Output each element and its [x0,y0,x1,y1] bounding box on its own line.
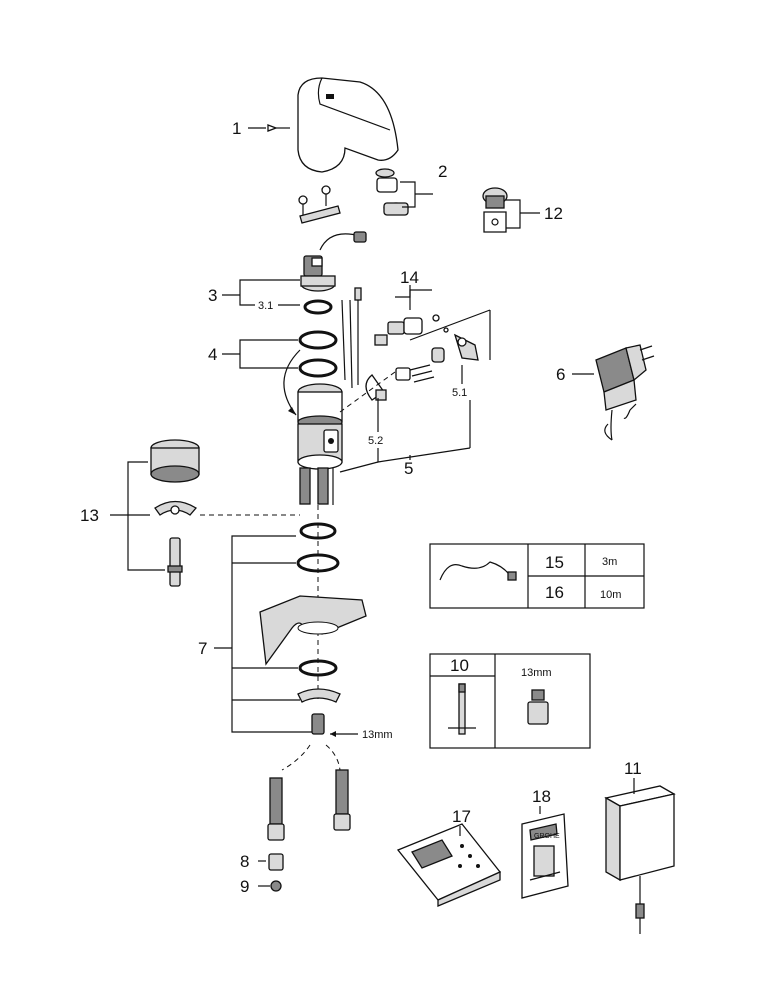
cartridge-assembly [150,439,200,587]
control-lever-set [365,327,479,401]
callout-3-1: 3.1 [258,300,273,312]
callout-2: 2 [438,162,447,181]
supply-hoses-lower [267,744,351,841]
callout-8: 8 [240,852,249,871]
electronic-module [300,231,367,292]
cable-table-number-15: 15 [545,553,564,572]
spout-body [267,77,399,173]
callout-9: 9 [240,877,249,896]
remote-control [396,823,502,907]
cable-length-table: 15 3m 16 10m [429,543,645,609]
callout-11: 11 [624,759,642,778]
tool-box-number: 10 [450,656,469,675]
fixing-bracket [298,185,341,224]
tool-box: 10 13mm [429,653,591,749]
name-plate: GROHE [521,813,569,899]
callout-6: 6 [556,365,565,384]
callout-18: 18 [532,787,551,806]
callout-14: 14 [400,268,419,287]
callout-7: 7 [198,639,207,658]
callout-12: 12 [544,204,563,223]
cable-table-length-3m: 3m [602,556,617,568]
callout-17: 17 [452,807,471,826]
callout-13: 13 [80,506,99,525]
countertop-section [259,595,367,666]
callout-1: 1 [232,119,241,138]
tool-box-wrench-size: 13mm [521,667,552,679]
control-box [604,785,676,934]
supply-hoses-upper [299,467,334,505]
power-adapter [595,344,655,441]
wrench-size-label: 13mm [362,729,393,741]
valve-body [297,383,343,470]
aerator [375,168,409,216]
nameplate-logo-text: GROHE [534,833,560,840]
callout-3: 3 [208,286,217,305]
aerator-key [482,187,508,233]
callout-5-2: 5.2 [368,435,383,447]
callout-5-1: 5.1 [452,387,467,399]
callout-4: 4 [208,345,217,364]
callout-5: 5 [404,459,413,478]
cable-table-length-10m: 10m [600,589,621,601]
cable-table-number-16: 16 [545,583,564,602]
connector-parts [374,314,440,346]
